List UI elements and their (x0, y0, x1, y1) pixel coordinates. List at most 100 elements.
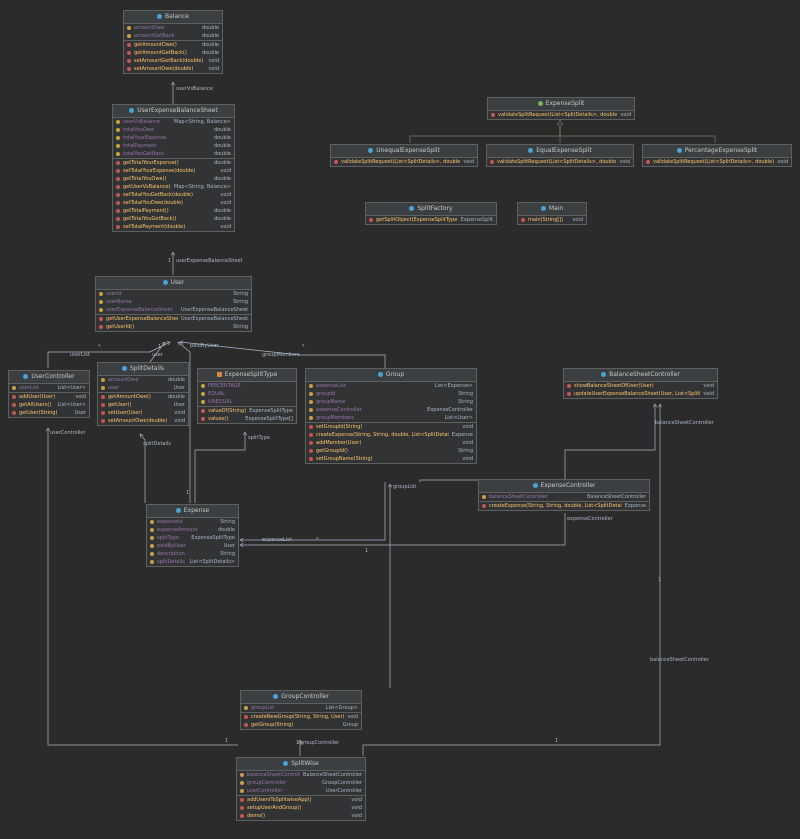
label-star-c: * (316, 537, 319, 543)
method-row[interactable]: main(String[])void (518, 216, 586, 224)
field-name: EQUAL (208, 391, 225, 397)
field-row[interactable]: PERCENTAGE (198, 382, 296, 390)
method-row[interactable]: setGroupId(String)void (306, 423, 476, 431)
method-row[interactable]: setUser(User)void (98, 409, 188, 417)
method-row[interactable]: demo()void (237, 812, 365, 820)
method-row[interactable]: getUserVsBalance()Map<String, Balance> (113, 183, 234, 191)
method-row[interactable]: setTotalYouOwe(double)void (113, 199, 234, 207)
method-row[interactable]: getTotalYourExpense()double (113, 159, 234, 167)
field-name: expenseList (316, 383, 346, 389)
method-row[interactable]: addMember(User)void (306, 439, 476, 447)
method-row[interactable]: getTotalYouOwe()double (113, 175, 234, 183)
method-row[interactable]: addUser(User)void (9, 393, 89, 401)
method-row[interactable]: getAmountOwe()double (98, 393, 188, 401)
field-row[interactable]: UNEQUAL (198, 398, 296, 406)
field-row[interactable]: EQUAL (198, 390, 296, 398)
method-row[interactable]: getUserExpenseBalanceSheet()UserExpenseB… (96, 315, 251, 323)
method-row[interactable]: setAmountOwe(double)void (98, 417, 188, 425)
method-row[interactable]: updateUserExpenseBalanceSheet(User, List… (564, 390, 717, 398)
method-row[interactable]: values()ExpenseSplitType[] (198, 415, 296, 423)
method-row[interactable]: setTotalYourExpense(double)void (113, 167, 234, 175)
method-row[interactable]: setAmountOwe(double)void (124, 65, 222, 73)
method-row[interactable]: setAmountGetBack(double)void (124, 57, 222, 65)
method-row[interactable]: validateSplitRequest(List<SplitDetails>,… (331, 158, 477, 166)
method-row[interactable]: getAmountOwe()double (124, 41, 222, 49)
method-row[interactable]: addUsersToSplitwiseApp()void (237, 796, 365, 804)
method-row[interactable]: getUserId()String (96, 323, 251, 331)
method-row[interactable]: setTotalYouGetBack(double)void (113, 191, 234, 199)
method-row[interactable]: setTotalPayment(double)void (113, 223, 234, 231)
method-row[interactable]: getTotalYouGetBack()double (113, 215, 234, 223)
method-icon (127, 43, 131, 47)
method-row[interactable]: validateSplitRequest(List<SplitDetails>,… (643, 158, 791, 166)
method-row[interactable]: getAllUsers()List<User> (9, 401, 89, 409)
method-row[interactable]: setGroupName(String)void (306, 455, 476, 463)
method-row[interactable]: getGroup(String)Group (241, 721, 361, 729)
method-row[interactable]: createExpense(String, String, double, Li… (306, 431, 476, 439)
method-row[interactable]: getGroupId()String (306, 447, 476, 455)
method-row[interactable]: getUser(String)User (9, 409, 89, 417)
method-row[interactable]: showBalanceSheetOfUser(User)void (564, 382, 717, 390)
method-row[interactable]: getUser()User (98, 401, 188, 409)
method-row[interactable]: valueOf(String)ExpenseSplitType (198, 407, 296, 415)
method-row[interactable]: createExpense(String, String, double, Li… (479, 502, 649, 510)
method-row[interactable]: getAmountGetBack()double (124, 49, 222, 57)
method-row[interactable]: createNewGroup(String, String, User)void (241, 713, 361, 721)
method-row[interactable]: getSplitObject(ExpenseSplitType)ExpenseS… (366, 216, 496, 224)
method-row[interactable]: getTotalPayment()double (113, 207, 234, 215)
method-row[interactable]: setupUserAndGroup()void (237, 804, 365, 812)
field-type: BalanceSheetController (587, 494, 646, 500)
method-type: void (208, 66, 219, 72)
method-type: void (174, 418, 185, 424)
method-row[interactable]: validateSplitRequest(List<SplitDetails>,… (488, 111, 634, 119)
method-row[interactable]: validateSplitRequest(List<SplitDetails>,… (487, 158, 633, 166)
